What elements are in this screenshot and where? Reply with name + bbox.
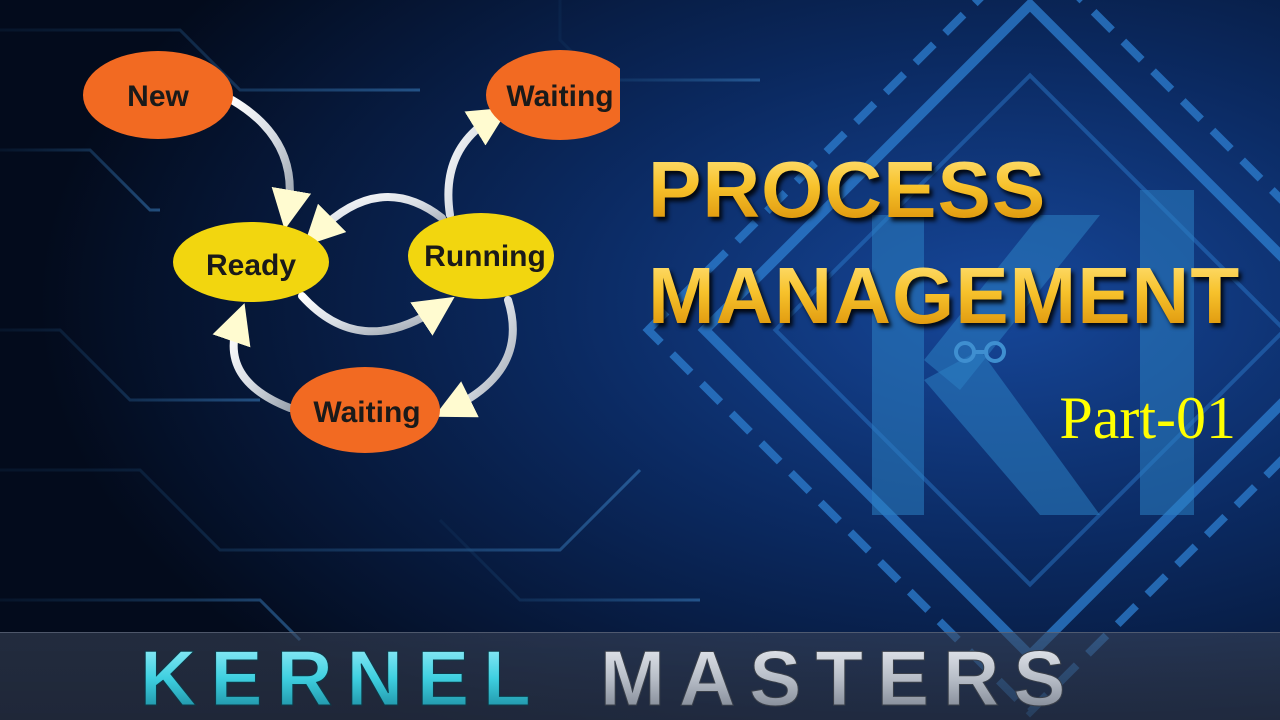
state-label-new: New [127, 80, 189, 113]
arrow-running-to-ready [303, 193, 446, 247]
state-node-ready: Ready [173, 222, 329, 302]
brand-wordmark: KERNEL MASTERS [140, 634, 1079, 720]
state-node-waiting-top: Waiting [486, 50, 620, 140]
arrow-running-to-waiting-bottom [434, 296, 517, 418]
arrow-ready-to-running [298, 292, 455, 336]
part-number-label: Part-01 [1059, 385, 1236, 451]
process-state-diagram: New Waiting Ready Running Waiting [83, 50, 620, 453]
state-label-running: Running [424, 240, 546, 273]
state-node-waiting-bottom: Waiting [290, 367, 440, 453]
state-node-new: New [83, 51, 233, 139]
state-label-ready: Ready [206, 249, 296, 282]
title-line-management: MANAGEMENT [648, 251, 1241, 340]
brand-word-kernel: KERNEL [140, 634, 545, 720]
state-label-waiting-bottom: Waiting [313, 396, 420, 429]
state-label-waiting-top: Waiting [506, 80, 613, 113]
arrow-running-to-waiting [444, 107, 510, 219]
km-chip-logo-icon [872, 190, 1194, 515]
arrow-waiting-to-ready [212, 303, 294, 412]
brand-bar: KERNEL MASTERS [0, 632, 1280, 720]
state-node-running: Running [408, 213, 554, 299]
title-line-process: PROCESS [648, 145, 1047, 234]
arrow-new-to-ready [228, 96, 312, 230]
brand-word-masters: MASTERS [600, 634, 1079, 720]
